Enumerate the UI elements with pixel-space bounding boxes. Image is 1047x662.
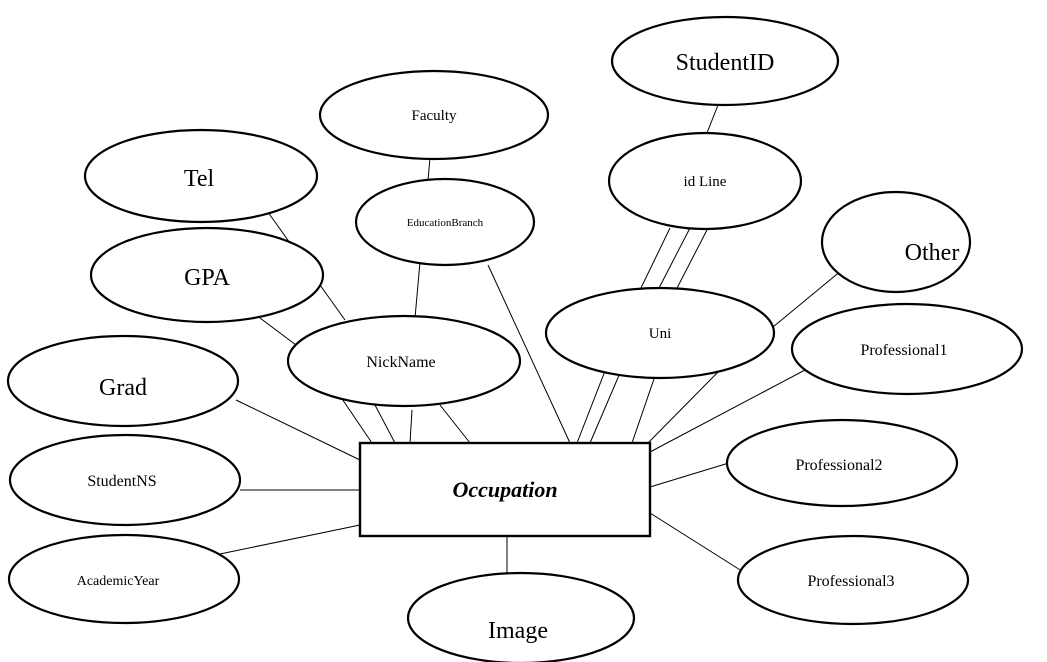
attr-studentns: StudentNS — [8, 433, 242, 527]
attr-gpa-label: GPA — [184, 265, 230, 291]
attr-studentid: StudentID — [610, 15, 840, 107]
attr-grad-label: Grad — [99, 375, 147, 401]
edge-nickname-entity-2 — [374, 404, 396, 444]
attr-tel-label: Tel — [184, 166, 215, 192]
edge-nickname-entity-4 — [439, 404, 471, 444]
edge-idline-uni-3 — [675, 227, 709, 291]
connectors — [214, 99, 843, 575]
edge-uni-entity-1 — [576, 370, 606, 444]
edge-uni-entity-4 — [647, 369, 721, 444]
edge-educationbranch-nickname — [414, 261, 421, 319]
edge-educationbranch-entity — [487, 264, 571, 444]
edge-professional1-entity — [649, 369, 806, 453]
attr-nickname: NickName — [286, 314, 522, 408]
attr-nickname-label: NickName — [366, 354, 435, 371]
attr-professional1-label: Professional1 — [860, 342, 947, 359]
attr-grad: Grad — [6, 334, 240, 428]
attr-academicyear-label: AcademicYear — [77, 574, 160, 589]
attr-uni-label: Uni — [649, 326, 672, 342]
entity-occupation-label: Occupation — [452, 477, 557, 502]
attr-faculty-label: Faculty — [412, 108, 457, 124]
attr-professional3: Professional3 — [736, 534, 970, 626]
attr-professional1: Professional1 — [790, 302, 1024, 396]
edge-grad-entity — [235, 399, 361, 461]
attr-image: Image — [406, 571, 636, 662]
attr-idline-label: id Line — [684, 174, 727, 190]
attr-uni: Uni — [544, 286, 776, 380]
attr-gpa: GPA — [89, 226, 325, 324]
edge-professional2-entity — [649, 461, 733, 488]
attr-educationbranch-label: EducationBranch — [407, 217, 484, 229]
edge-idline-uni-1 — [639, 227, 671, 291]
attr-professional3-label: Professional3 — [807, 573, 894, 590]
attr-faculty: Faculty — [318, 69, 550, 161]
attr-studentns-label: StudentNS — [87, 473, 156, 490]
edge-gpa-nickname — [259, 317, 301, 349]
edge-academicyear-entity — [214, 524, 361, 556]
attr-studentid-label: StudentID — [676, 50, 775, 76]
attr-other-label: Other — [905, 240, 960, 266]
attr-other: Other — [820, 190, 972, 294]
edge-uni-entity-2 — [589, 372, 621, 444]
attr-professional2-label: Professional2 — [795, 457, 882, 474]
attr-image-label: Image — [488, 618, 548, 644]
attr-academicyear: AcademicYear — [7, 533, 241, 625]
attr-professional2: Professional2 — [725, 418, 959, 508]
attr-educationbranch: EducationBranch — [354, 177, 536, 267]
edge-professional3-entity — [649, 512, 746, 574]
edge-other-uni — [772, 269, 843, 328]
edge-nickname-entity-3 — [409, 409, 413, 444]
attr-tel: Tel — [83, 128, 319, 224]
entity-occupation: Occupation — [358, 441, 652, 538]
attr-idline: id Line — [607, 131, 803, 231]
edge-uni-entity-3 — [631, 375, 656, 444]
edge-idline-uni-2 — [657, 227, 691, 291]
edge-faculty-educationbranch — [427, 157, 431, 181]
